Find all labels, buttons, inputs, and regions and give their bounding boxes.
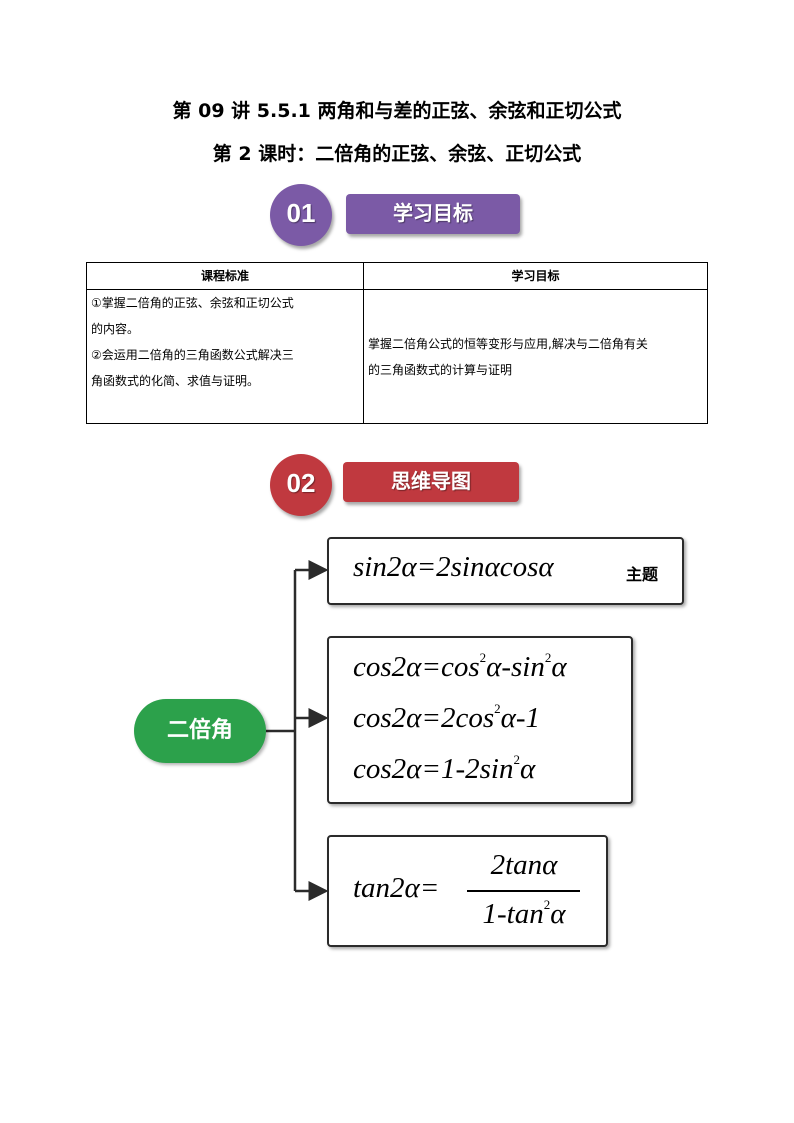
tan-formula-denominator: 1-tan2α [482,897,566,930]
cos-formula-box [327,636,633,804]
document-title: 第 09 讲 5.5.1 两角和与差的正弦、余弦和正切公式 [172,100,622,122]
cos-formula-1: cos2α=cos2α-sin2α [353,650,567,683]
section-number: 01 [286,198,316,228]
topic-label: 主题 [626,565,659,584]
mind-map-root: 二倍角 [134,699,266,763]
section-label: 学习目标 [346,194,520,234]
cos-formula-3: cos2α=1-2sin2α [353,752,536,785]
document-subtitle: 第 2 课时：二倍角的正弦、余弦、正切公式 [212,143,582,165]
section-label: 思维导图 [343,462,519,502]
goal-cell: 掌握二倍角公式的恒等变形与应用,解决与二倍角有关 的三角函数式的计算与证明 [363,289,708,424]
section-number-circle [270,454,332,516]
sin-formula-box [327,537,684,605]
cos-formula-2: cos2α=2cos2α-1 [353,701,540,734]
goal-line: 的三角函数式的计算与证明 [368,362,513,377]
standard-line: ①掌握二倍角的正弦、余弦和正切公式 [91,296,294,310]
standard-line: 的内容。 [91,322,140,336]
tan-formula-lhs: tan2α= [353,872,440,904]
standard-line: ②会运用二倍角的三角函数公式解决三 [91,348,294,362]
table-header-row: 课程标准 学习目标 [86,262,708,290]
section-number-circle [270,184,332,246]
section-number: 02 [286,468,316,498]
standard-cell: ①掌握二倍角的正弦、余弦和正切公式 的内容。 ②会运用二倍角的三角函数公式解决三… [86,289,364,424]
table-header-goal: 学习目标 [363,262,708,290]
goal-line: 掌握二倍角公式的恒等变形与应用,解决与二倍角有关 [368,336,648,351]
sin-double-angle-formula: sin2α=2sinαcosα [353,551,554,583]
fraction-bar [467,890,580,892]
standard-line: 角函数式的化简、求值与证明。 [91,374,260,388]
tan-formula-numerator: 2tanα [490,849,558,881]
goals-table: 课程标准 学习目标 ①掌握二倍角的正弦、余弦和正切公式 的内容。 ②会运用二倍角… [86,262,708,424]
table-row: ①掌握二倍角的正弦、余弦和正切公式 的内容。 ②会运用二倍角的三角函数公式解决三… [86,289,708,424]
